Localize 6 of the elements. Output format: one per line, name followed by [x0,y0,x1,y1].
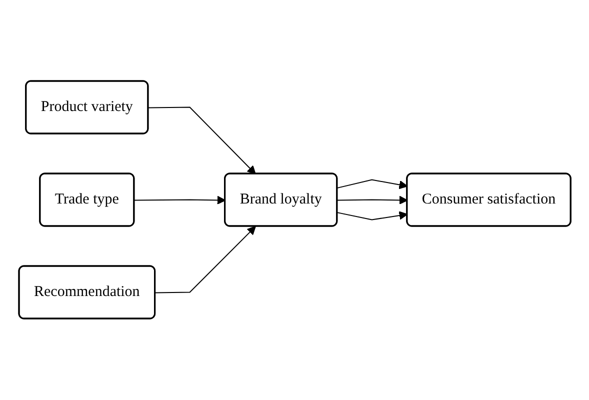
arrow [134,196,226,205]
arrow [154,226,256,294]
arrow [336,196,408,205]
arrow [148,107,256,175]
arrow [336,211,408,220]
arrow [336,179,408,190]
